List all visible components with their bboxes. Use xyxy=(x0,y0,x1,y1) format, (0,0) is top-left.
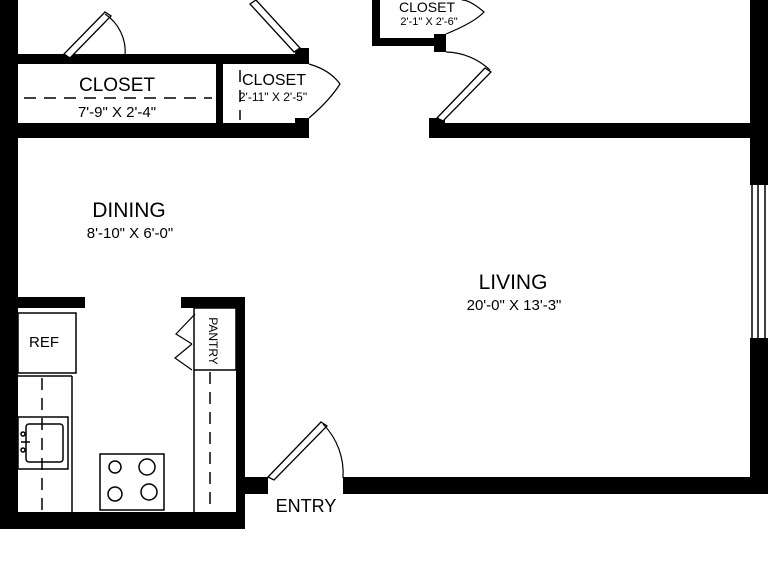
wall-top-closet-jamb xyxy=(434,34,446,52)
wall-bottom-right xyxy=(343,477,768,494)
top-closet-name: CLOSET xyxy=(399,0,455,15)
wall-right-upper xyxy=(750,0,768,185)
left-closet-dims: 7'-9" X 2'-4" xyxy=(78,104,156,121)
living-name: LIVING xyxy=(479,271,548,294)
wall-kitchen-top-left xyxy=(0,297,85,308)
door-top-closet xyxy=(445,0,485,35)
wall-kitchen-top-right xyxy=(181,297,245,308)
ref-label: REF xyxy=(29,334,59,351)
mid-closet-name: CLOSET xyxy=(242,72,306,89)
wall-left-exterior xyxy=(0,0,18,528)
labels: CLOSET 2'-1" X 2'-6" CLOSET 7'-9" X 2'-4… xyxy=(29,0,561,516)
left-closet-name: CLOSET xyxy=(79,75,155,96)
door-pantry xyxy=(174,313,196,371)
wall-closet-top xyxy=(18,54,308,64)
door-closet-mid xyxy=(249,0,301,53)
wall-right-lower xyxy=(750,338,768,494)
dining-name: DINING xyxy=(92,199,166,222)
top-closet-dims: 2'-1" X 2'-6" xyxy=(400,16,457,28)
wall-closet-bottom xyxy=(18,123,308,138)
door-entry xyxy=(266,421,344,481)
wall-top-closet-left xyxy=(372,0,380,46)
wall-entry-left-jamb xyxy=(243,477,268,494)
dining-dims: 8'-10" X 6'-0" xyxy=(87,225,173,242)
mid-closet-dims: 2'-11" X 2'-5" xyxy=(239,90,307,104)
pantry-label: PANTRY xyxy=(206,317,220,365)
kitchen xyxy=(17,307,237,512)
door-living-top xyxy=(435,51,493,122)
door-closet-left xyxy=(62,11,126,59)
pantry-box xyxy=(193,307,237,371)
sink xyxy=(17,416,69,470)
wall-kitchen-right xyxy=(236,297,245,529)
stove xyxy=(99,453,165,511)
wall-closet-divider xyxy=(216,54,223,130)
door-closet-mid-swing xyxy=(308,63,341,119)
refrigerator xyxy=(17,312,77,374)
entry-label: ENTRY xyxy=(276,496,337,516)
wall-closet-jamb-top xyxy=(295,48,309,64)
window-living xyxy=(751,185,766,338)
walls xyxy=(0,0,768,529)
living-dims: 20'-0" X 13'-3" xyxy=(467,297,562,314)
wall-kitchen-bottom xyxy=(0,512,245,529)
wall-top-closet-bottom xyxy=(372,38,436,46)
wall-living-top xyxy=(429,123,750,138)
